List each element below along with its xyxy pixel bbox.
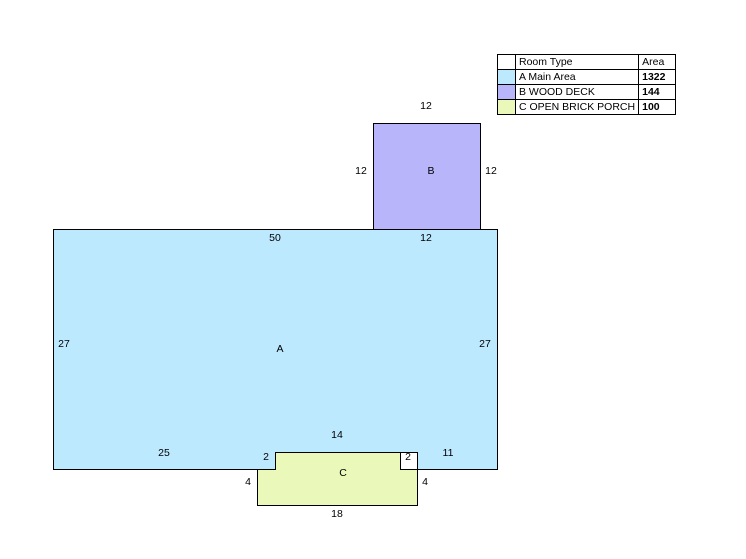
legend-row: B WOOD DECK 144 — [497, 84, 677, 100]
legend-header-area: Area — [638, 54, 677, 70]
room-legend-table: Room Type Area A Main Area 1322 B WOOD D… — [497, 54, 677, 115]
legend-area: 1322 — [638, 69, 677, 85]
dim-c-bottom: 18 — [331, 508, 343, 520]
legend-row: C OPEN BRICK PORCH 100 — [497, 99, 677, 115]
room-c-shape — [257, 452, 418, 506]
dim-b-right: 12 — [485, 165, 497, 177]
legend-area: 144 — [638, 84, 677, 100]
dim-c-right: 4 — [422, 476, 428, 488]
legend-area: 100 — [638, 99, 677, 115]
dim-notch-right: 2 — [405, 451, 411, 463]
legend-header-swatch-cell — [497, 54, 516, 70]
dim-a-bottom-left: 25 — [158, 447, 170, 459]
room-b-shape — [373, 123, 481, 230]
legend-swatch-a — [497, 69, 516, 85]
dim-a-right: 27 — [479, 338, 491, 350]
legend-room-type: B WOOD DECK — [514, 84, 640, 100]
dim-c-left: 4 — [245, 476, 251, 488]
legend-header-row: Room Type Area — [497, 54, 677, 70]
dim-a-top: 50 — [269, 232, 281, 244]
room-c-label: C — [339, 467, 347, 479]
legend-header-room-type: Room Type — [514, 54, 640, 70]
legend-swatch-b — [497, 84, 516, 100]
dim-b-top: 12 — [420, 100, 432, 112]
dim-notch-top: 14 — [331, 429, 343, 441]
legend-swatch-c — [497, 99, 516, 115]
legend-room-type: A Main Area — [514, 69, 640, 85]
dim-a-left: 27 — [58, 338, 70, 350]
legend-row: A Main Area 1322 — [497, 69, 677, 85]
room-a-shape — [53, 229, 498, 470]
legend-room-type: C OPEN BRICK PORCH — [514, 99, 640, 115]
dim-b-bottom: 12 — [420, 232, 432, 244]
room-b-label: B — [427, 165, 434, 177]
dim-b-left: 12 — [355, 165, 367, 177]
dim-a-bottom-right: 11 — [443, 447, 454, 459]
dim-notch-left: 2 — [263, 451, 269, 463]
room-a-label: A — [276, 343, 283, 355]
